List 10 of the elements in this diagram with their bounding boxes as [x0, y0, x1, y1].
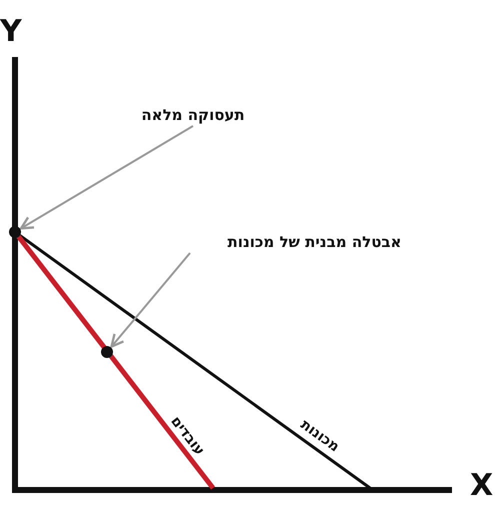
- axis-label: X: [470, 470, 494, 502]
- callout-text: אבטלה מבנית של מכונות: [192, 231, 437, 253]
- line-label: עובדים: [167, 413, 208, 459]
- data-point: [101, 346, 113, 358]
- leader-line: [110, 252, 191, 348]
- data-point: [9, 226, 21, 238]
- callout-text: תעסוקה מלאה: [128, 104, 258, 126]
- axis-label: Y: [0, 16, 22, 48]
- line-label: מכונות: [297, 416, 342, 456]
- leader-line: [20, 125, 194, 230]
